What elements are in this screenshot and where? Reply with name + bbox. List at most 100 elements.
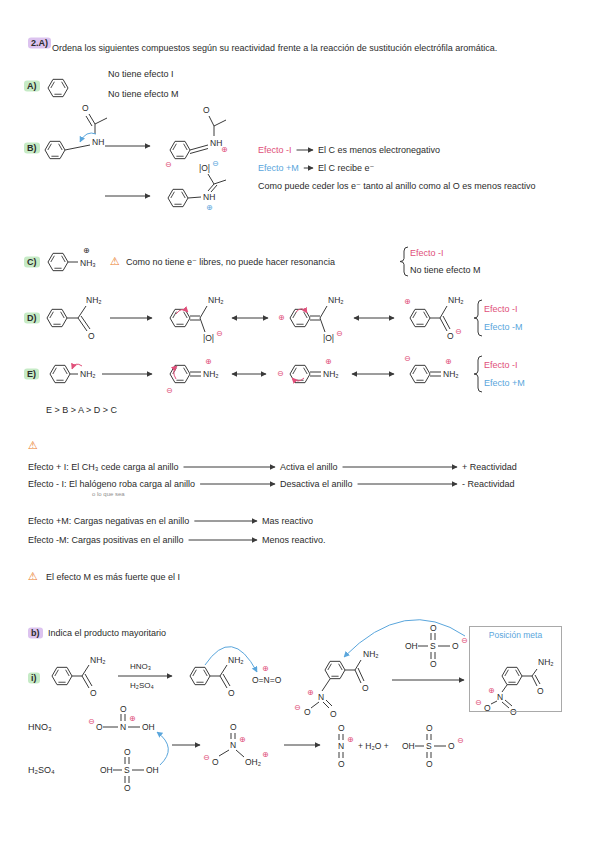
ring-double-bond [51,82,55,88]
charge-sign: ⊕ [262,664,269,674]
atom-label: NH₂ [323,369,339,379]
section-marker: A) [24,81,40,92]
atom-label: O [88,331,95,341]
atom-label: N [318,692,324,702]
charge-sign: ⊖ [336,329,343,339]
ring-double-bond [296,324,303,325]
chemical-bond [236,750,244,757]
atom-label: |O| [203,333,214,343]
atom-label: S [426,741,432,751]
atom-label: O [212,757,219,767]
atom-label: NH₂ [203,369,219,379]
chemical-bond [190,376,201,377]
atom-label: O [90,688,97,698]
ring-double-bond [516,670,520,676]
ring-double-bond [58,682,65,683]
ring-double-bond [51,256,55,262]
chemical-bond [415,746,424,747]
chemical-bond [343,734,344,740]
atom-label: |O| [323,333,334,343]
chemical-bond [339,752,340,758]
benzene-ring [502,667,522,684]
chemical-bond [311,702,319,708]
curly-brace [474,356,482,392]
reaction-arrow [284,745,320,746]
atom-label: N [338,741,344,751]
reaction-arrow [102,374,152,375]
atom-label: O [362,683,369,693]
ring-double-bond [505,670,509,676]
benzene-ring [170,141,190,158]
chemical-bond [427,734,428,740]
ring-double-bond [204,670,208,676]
ring-double-bond [173,312,177,318]
chemical-bond [431,633,432,640]
chemical-bond [502,685,507,692]
reaction-arrow [105,146,150,147]
resonance-arrow [354,318,394,319]
note-text: No tiene efecto I [108,69,174,80]
note-text: Indica el producto mayoritario [48,628,166,639]
atom-label: O [537,686,544,696]
chemical-bond [343,752,344,758]
chemical-bond [310,376,321,377]
note-text: - Reactividad [462,479,515,490]
chemical-bond [443,316,450,329]
note-text: El C recibe e⁻ [318,163,374,174]
atom-label: O [338,723,345,733]
chemical-bond [323,702,329,708]
chemical-bond [190,372,201,373]
atom-label: S [430,641,436,651]
chemical-bond [427,752,428,758]
note-text: Efecto + I: El CH₃ cede carga al anillo [28,462,179,473]
ring-double-bond [184,368,188,374]
chemical-bond [200,318,205,332]
ring-double-bond [174,204,181,205]
chemical-bond [190,316,200,317]
benzene-ring [290,309,310,326]
ring-double-bond [53,368,57,374]
chemical-bond [434,746,446,747]
atom-label: O [430,623,437,633]
reagent-label: HNO₃ [28,722,52,733]
resonance-arrow [232,374,266,375]
chemical-bond [113,770,122,771]
note-text: Efecto - I: El halógeno roba carga al an… [28,479,195,490]
charge-sign: ⊕ [262,750,269,760]
ring-double-bond [331,676,338,677]
atom-label: OH [146,765,159,775]
chemical-bond [103,727,118,728]
charge-sign: ⊖ [277,369,284,379]
note-text: No tiene efecto M [410,265,481,276]
benzene-ring [170,365,190,382]
ring-double-bond [56,380,63,381]
effect-label: Efecto -I [258,145,292,156]
charge-sign: ⊖ [457,736,464,746]
chemical-bond [188,197,201,198]
charge-sign: ⊖ [294,703,301,713]
charge-sign: ⊕ [278,313,285,323]
benzene-ring [45,141,65,158]
implication-arrow [297,150,313,151]
atom-label: O [230,722,237,732]
chemical-bond [211,185,217,192]
ring-double-bond [50,312,54,318]
ring-double-bond [293,368,297,374]
chemical-bond [219,750,229,756]
implication-arrow [189,540,257,541]
electron-push-arrow [292,378,304,381]
ring-double-bond [173,144,177,150]
atom-label: O [203,105,210,115]
section-marker: 2.A) [28,38,51,49]
benzene-ring [52,667,72,684]
charge-sign: ⊕ [129,714,136,724]
chemical-bond [522,676,532,677]
warning-icon: ⚠ [28,439,38,452]
benzene-ring [190,667,210,684]
chemical-bond [214,180,226,184]
atom-label: O [96,722,103,732]
ring-double-bond [62,82,66,88]
ring-double-bond [55,670,59,676]
chemical-bond [220,676,227,688]
chemical-bond [431,652,432,659]
